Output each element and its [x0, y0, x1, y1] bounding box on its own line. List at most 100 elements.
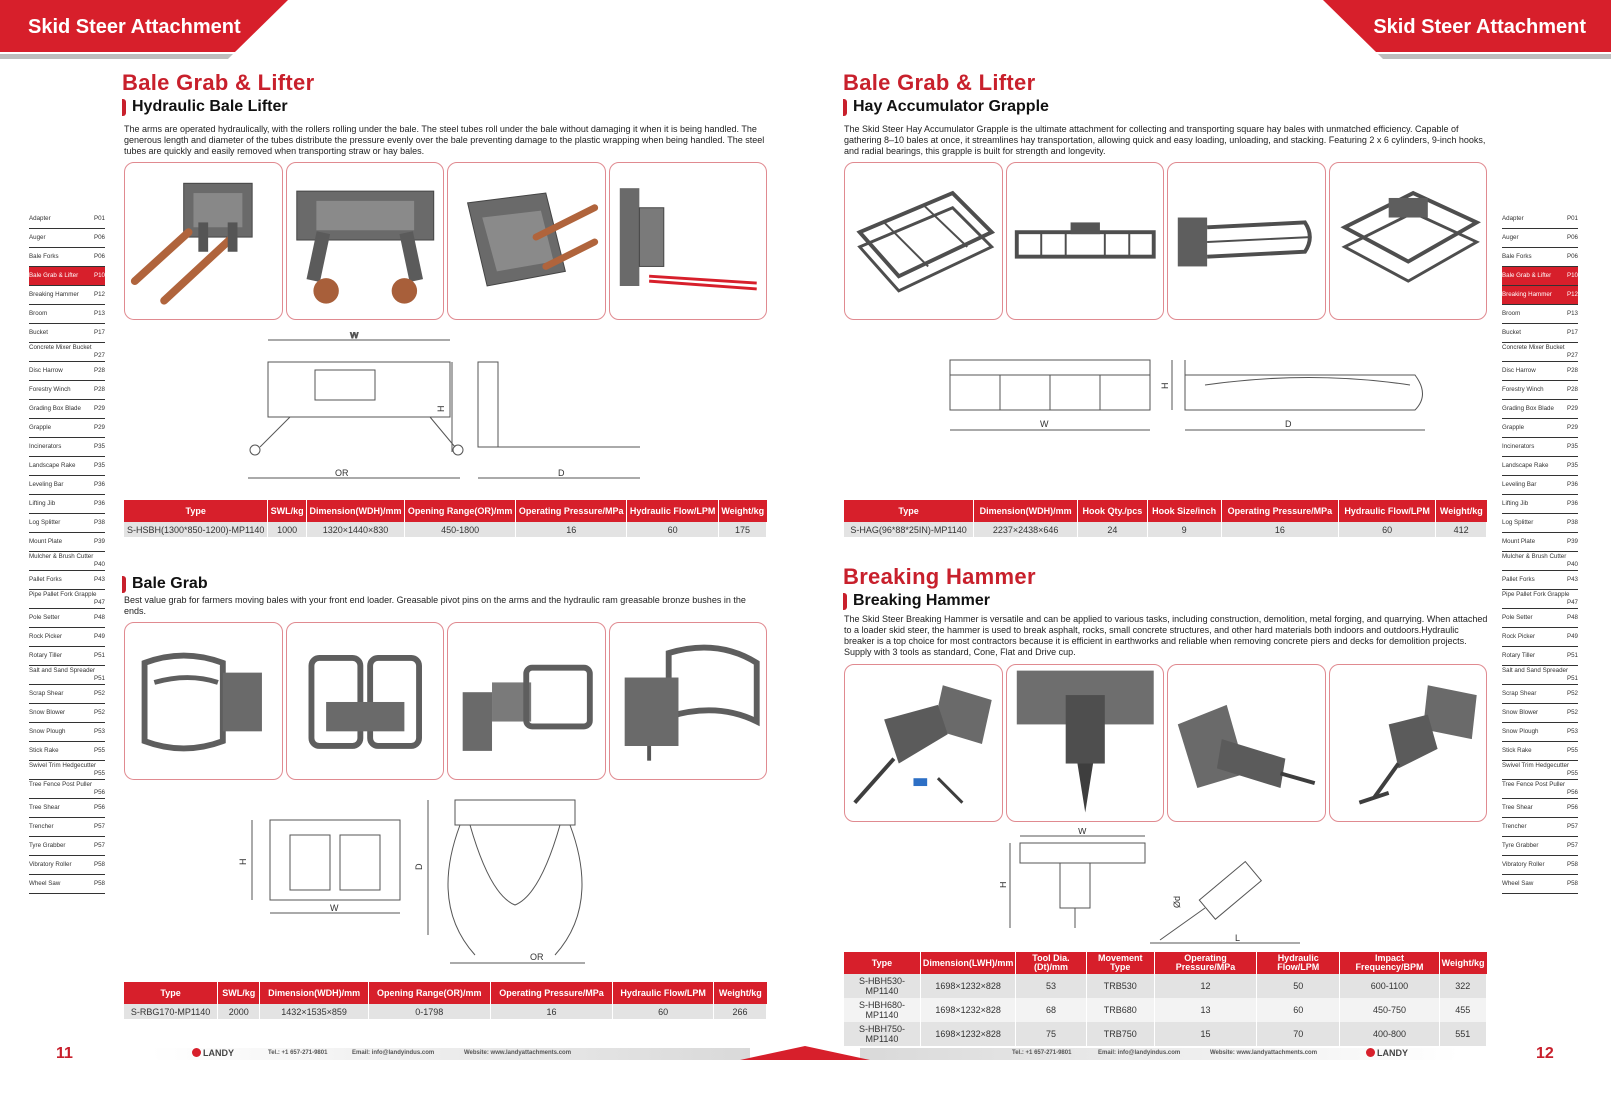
brand-logo-right: LANDY [1366, 1048, 1408, 1058]
index-item-name: Breaking Hammer [29, 291, 79, 298]
table-cell: 1432×1535×859 [259, 1004, 369, 1019]
bale-grab-image [462, 664, 593, 751]
dim-label-d: D [558, 468, 565, 478]
table-cell: 9 [1147, 522, 1222, 537]
index-item-page: P29 [1566, 424, 1578, 431]
subtitle-hydraulic-bale-lifter: Hydraulic Bale Lifter [122, 98, 288, 116]
index-item-page: P53 [93, 728, 105, 735]
table-cell: 600-1100 [1339, 974, 1440, 998]
index-item-page: P52 [1566, 690, 1578, 697]
table-header-cell: Dimension(WDH)/mm [973, 500, 1079, 522]
bale-lifter-image [619, 188, 757, 291]
index-item-page: P12 [1566, 291, 1578, 298]
banner-right-shape [1323, 0, 1611, 59]
table-cell: 60 [1338, 522, 1437, 537]
index-item-name: Lifting Jib [1502, 500, 1529, 507]
page-number-right: 12 [1536, 1045, 1554, 1062]
index-item-name: Adapter [29, 215, 51, 222]
section-title-bale-grab-lifter-right: Bale Grab & Lifter [843, 70, 1036, 95]
table-cell: 450-1800 [404, 522, 517, 537]
dim-label-or: OR [335, 468, 349, 478]
table-cell: 450-750 [1339, 998, 1440, 1022]
table-cell: 1698×1232×828 [920, 974, 1017, 998]
index-item-name: Swivel Trim Hedgecutter [29, 762, 97, 769]
table-cell: TRB530 [1086, 974, 1156, 998]
index-item-page: P10 [93, 272, 105, 279]
index-item-name: Mulcher & Brush Cutter [1502, 553, 1567, 560]
